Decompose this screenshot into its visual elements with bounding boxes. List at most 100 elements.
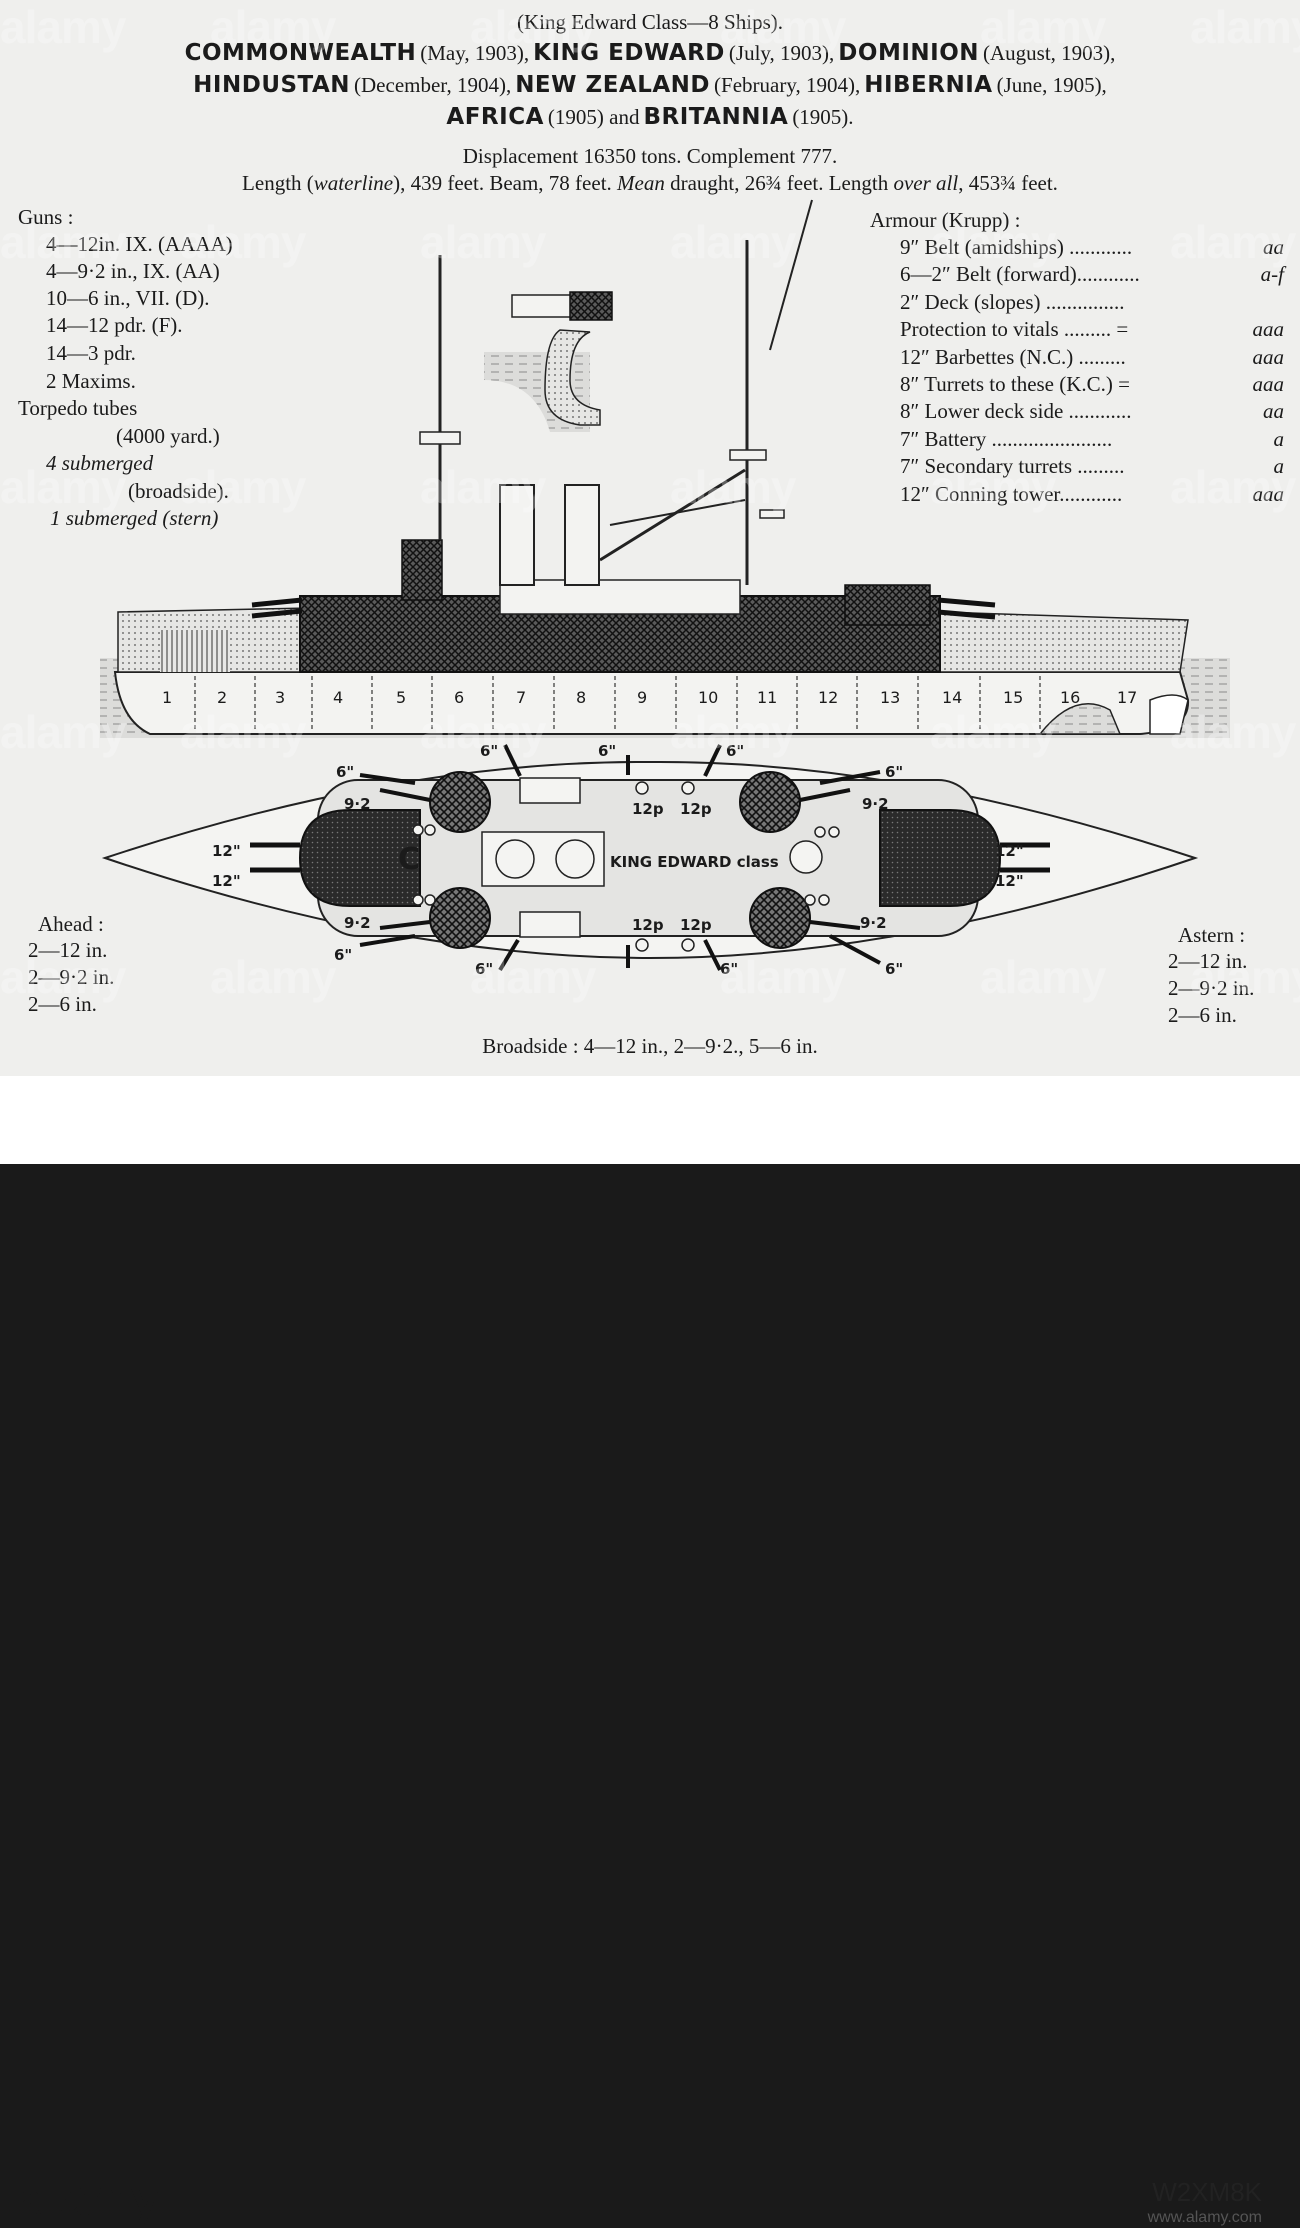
watermark-text: alamy <box>470 951 596 1003</box>
armour-title: Armour (Krupp) : <box>870 208 1021 232</box>
armour-item-grade: aa <box>1263 235 1284 259</box>
class-line: (King Edward Class—8 Ships). <box>517 10 783 34</box>
armour-item: 7″ Secondary turrets .........a <box>900 454 1284 479</box>
armour-item-label: 2″ Deck (slopes) ............... <box>900 289 1125 314</box>
ship-name: DOMINION <box>838 40 979 66</box>
compartment-number: 5 <box>396 688 407 707</box>
ship-names-row: COMMONWEALTH (May, 1903), KING EDWARD (J… <box>0 40 1300 66</box>
plan-gun-label: 6" <box>336 763 355 781</box>
ship-name: KING EDWARD <box>533 40 725 66</box>
watermark-text: alamy <box>210 1 336 53</box>
guns-item: 10—6 in., VII. (D). <box>46 286 210 310</box>
broadside-line: Broadside : 4—12 in., 2—9·2., 5—6 in. <box>482 1034 818 1058</box>
compartment-number: 1 <box>162 688 173 707</box>
armour-item-label: 12″ Conning tower............ <box>900 481 1123 506</box>
watermark-text: alamy <box>720 951 846 1003</box>
watermark-text: alamy <box>180 706 306 758</box>
watermark-text: alamy <box>930 216 1056 268</box>
plan-gun-label: 6" <box>885 763 904 781</box>
plan-gun-label: 9·2 <box>344 914 371 932</box>
ship-launch-date: (February, 1904), <box>714 73 861 97</box>
compartment-number: 16 <box>1060 688 1081 707</box>
compartment-number: 2 <box>217 688 228 707</box>
watermark-text: alamy <box>980 1 1106 53</box>
plan-gun-label: 12" <box>212 872 241 890</box>
plan-ship-label: KING EDWARD class <box>610 853 779 871</box>
guns-item: 4—9·2 in., IX. (AA) <box>46 259 220 283</box>
armour-item-label: Protection to vitals ......... = <box>900 317 1129 342</box>
watermark-text: alamy <box>1190 1 1300 53</box>
plan-gun-label: 12" <box>995 842 1024 860</box>
plan-gun-label: 12" <box>995 872 1024 890</box>
guns-item: 2 Maxims. <box>46 369 136 393</box>
plan-gun-label: 9·2 <box>344 795 371 813</box>
ship-name: HINDUSTAN <box>193 72 351 98</box>
armour-item-label: 7″ Battery ....................... <box>900 426 1113 451</box>
armour-item-grade: aa <box>1263 399 1284 424</box>
compartment-number: 11 <box>757 688 778 707</box>
guns-item: 14—3 pdr. <box>46 341 136 365</box>
astern-item: 2—9·2 in. <box>1168 976 1255 1000</box>
plan-gun-label: 6" <box>726 742 745 760</box>
compartment-number: 13 <box>880 688 901 707</box>
astern-title: Astern : <box>1178 923 1246 947</box>
ship-plan-drawing <box>101 744 1199 972</box>
watermark-text: alamy <box>670 461 796 513</box>
plan-gun-label: 6" <box>480 742 499 760</box>
watermark-text: alamy <box>1170 216 1296 268</box>
ship-name: AFRICA <box>446 104 544 130</box>
armour-item: Protection to vitals ......... =aaa <box>900 317 1284 342</box>
compartment-number: 4 <box>333 688 344 707</box>
image-source: www.alamy.com <box>1147 2209 1262 2226</box>
ship-launch-date: (1905). <box>792 105 854 129</box>
ship-name: BRITANNIA <box>643 104 789 130</box>
ship-names-row: AFRICA (1905) and BRITANNIA (1905). <box>0 104 1300 130</box>
compartment-number: 10 <box>698 688 719 707</box>
plan-gun-label: 6" <box>475 960 494 978</box>
watermark-text: alamy <box>980 951 1106 1003</box>
watermark-text: alamy <box>180 461 306 513</box>
armour-item-label: 6—2″ Belt (forward)............ <box>900 262 1140 287</box>
displacement-line: Displacement 16350 tons. Complement 777. <box>462 144 838 168</box>
armour-item-label: 12″ Barbettes (N.C.) ......... <box>900 344 1126 369</box>
compartment-number: 7 <box>516 688 527 707</box>
ship-launch-date: (August, 1903), <box>983 41 1116 65</box>
armour-item: 12″ Barbettes (N.C.) ......... aaa <box>900 345 1284 370</box>
guns-item: (broadside). <box>128 479 229 503</box>
guns-item: 4 submerged <box>46 451 154 475</box>
ship-launch-date: (June, 1905), <box>996 73 1107 97</box>
watermark-text: alamy <box>180 216 306 268</box>
document-page: (King Edward Class—8 Ships). COMMONWEALT… <box>0 0 1300 1076</box>
armour-item-label: 9″ Belt (amidships) ............ <box>900 235 1133 259</box>
ahead-item: 2—6 in. <box>28 992 97 1016</box>
stock-footer: alamy W2XM8K www.alamy.com <box>0 1076 1300 2227</box>
watermark-text: alamy <box>420 461 546 513</box>
watermark-text: alamy <box>1170 461 1296 513</box>
armour-item: 2″ Deck (slopes) ............... <box>900 290 1284 315</box>
ship-name: NEW ZEALAND <box>515 72 711 98</box>
armour-item-label: 8″ Lower deck side ............ <box>900 399 1132 424</box>
compartment-number: 6 <box>454 688 465 707</box>
watermark-text: alamy <box>420 706 546 758</box>
armour-item: 9″ Belt (amidships) ............ aa <box>900 235 1284 260</box>
compartment-number: 15 <box>1003 688 1024 707</box>
watermark-text: alamy <box>0 1 126 53</box>
guns-item: Torpedo tubes <box>18 396 138 420</box>
compartment-number: 12 <box>818 688 839 707</box>
guns-title: Guns : <box>18 205 74 229</box>
watermark-text: alamy <box>670 216 796 268</box>
plan-gun-label: 6" <box>885 960 904 978</box>
watermark-text: alamy <box>0 706 126 758</box>
armour-item: 12″ Conning tower............aaa <box>900 482 1284 507</box>
plan-gun-label: 12" <box>212 842 241 860</box>
ship-launch-date: (May, 1903), <box>420 41 530 65</box>
guns-item: 14—12 pdr. (F). <box>46 313 183 337</box>
compartment-number: 3 <box>275 688 286 707</box>
watermark-text: alamy <box>670 706 796 758</box>
armour-item-grade: aaa <box>1252 344 1285 369</box>
ship-launch-date: (July, 1903), <box>728 41 835 65</box>
ship-elevation-drawing <box>100 199 1230 738</box>
plan-gun-label: 9·2 <box>860 914 887 932</box>
armour-item: 7″ Battery .......................a <box>900 427 1284 452</box>
watermark-text: alamy <box>720 1 846 53</box>
